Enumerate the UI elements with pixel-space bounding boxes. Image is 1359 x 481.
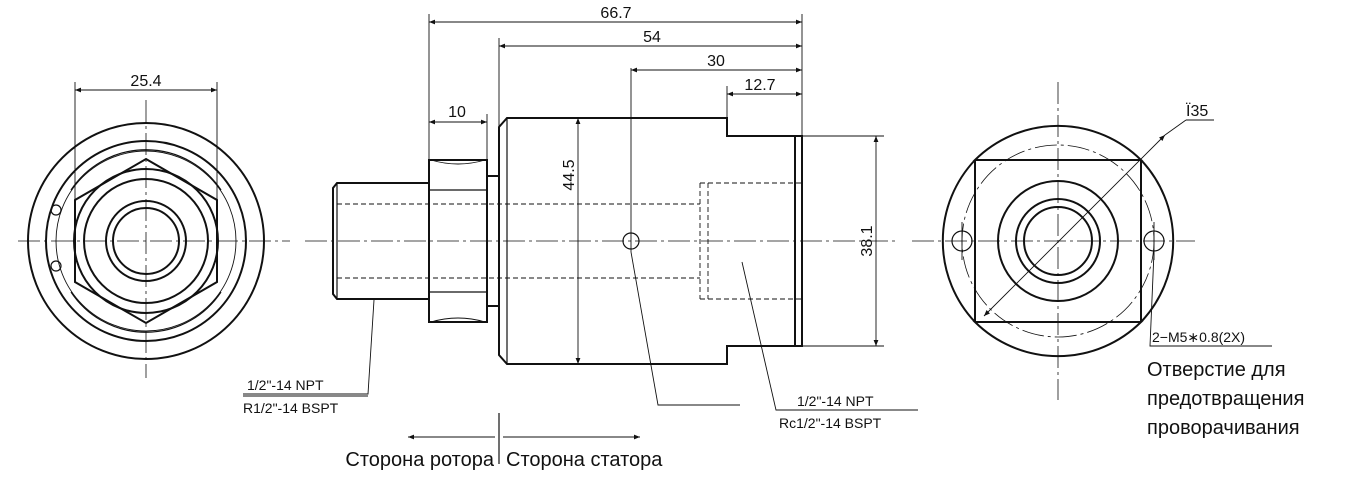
rotor-thread-label-1: 1/2"-14 NPT — [247, 377, 324, 393]
stator-thread-label-2: Rc1/2"-14 BSPT — [779, 415, 882, 431]
holes-note-line-2: предотвращения — [1147, 388, 1304, 410]
dim-overall-length: 66.7 — [600, 5, 631, 22]
holes-spec-label: 2−M5∗0.8(2X) — [1152, 329, 1245, 345]
dim-hex-width: 25.4 — [130, 73, 161, 90]
holes-note-line-1: Отверстие для — [1147, 359, 1286, 381]
rotor-side-label: Сторона ротора — [345, 449, 494, 471]
dim-hex-length: 10 — [448, 104, 466, 121]
dim-bolt-circle: Ï35 — [1186, 102, 1208, 120]
dim-step-length: 12.7 — [744, 77, 775, 94]
dim-body-diameter: 44.5 — [561, 159, 578, 190]
right-end-view: Ï35 2−M5∗0.8(2X) Отверстие для предотвра… — [912, 82, 1304, 439]
stator-side-label: Сторона статора — [506, 449, 663, 471]
dim-stator-diameter: 38.1 — [859, 225, 876, 256]
holes-note-line-3: проворачивания — [1147, 417, 1300, 439]
rotor-thread-label-2: R1/2"-14 BSPT — [243, 400, 339, 416]
dim-body-length: 54 — [643, 29, 661, 46]
dim-hole-position: 30 — [707, 53, 725, 70]
stator-thread-label-1: 1/2"-14 NPT — [797, 393, 874, 409]
left-end-view: 25.4 — [18, 73, 290, 378]
side-view: 66.7 54 30 12.7 10 44.5 38.1 1/2"-14 NPT… — [243, 5, 918, 471]
